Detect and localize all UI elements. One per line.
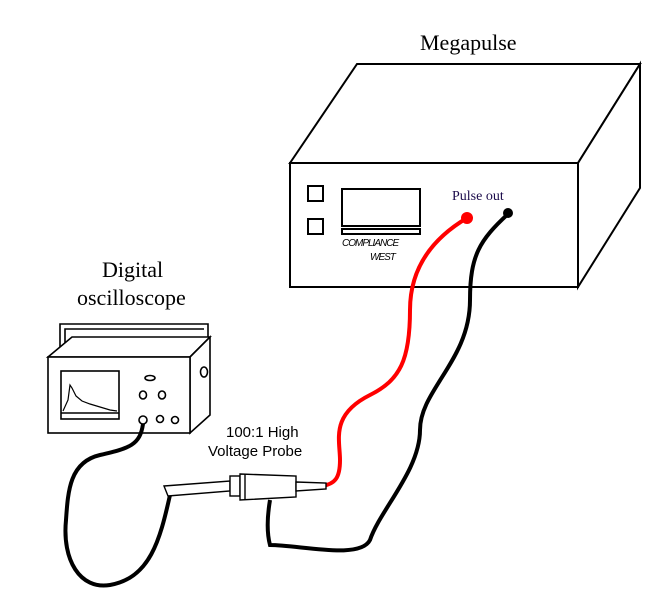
black-lead [265, 212, 510, 553]
probe-label-line1: 100:1 High [226, 424, 299, 441]
brand-logo-line2: WEST [370, 252, 396, 263]
black-terminal [503, 208, 513, 218]
red-lead [321, 216, 469, 488]
display-screen [341, 188, 421, 227]
brand-logo-line1: COMPLIANCE [342, 238, 399, 249]
scope-label-line1: Digital [102, 257, 164, 282]
front-button-1 [307, 185, 324, 202]
red-terminal [461, 212, 473, 224]
display-bar [341, 228, 421, 235]
oscilloscope [45, 323, 212, 435]
scope-screen [60, 370, 120, 420]
scope-label-line2: oscilloscope [77, 285, 186, 310]
waveform [62, 383, 118, 412]
scope-cable [63, 423, 172, 588]
megapulse-label: Megapulse [420, 30, 517, 55]
high-voltage-probe [162, 473, 327, 501]
probe-label-line2: Voltage Probe [208, 443, 303, 460]
megapulse-unit [288, 60, 642, 291]
front-button-2 [307, 218, 324, 235]
pulse-out-label: Pulse out [452, 189, 504, 204]
